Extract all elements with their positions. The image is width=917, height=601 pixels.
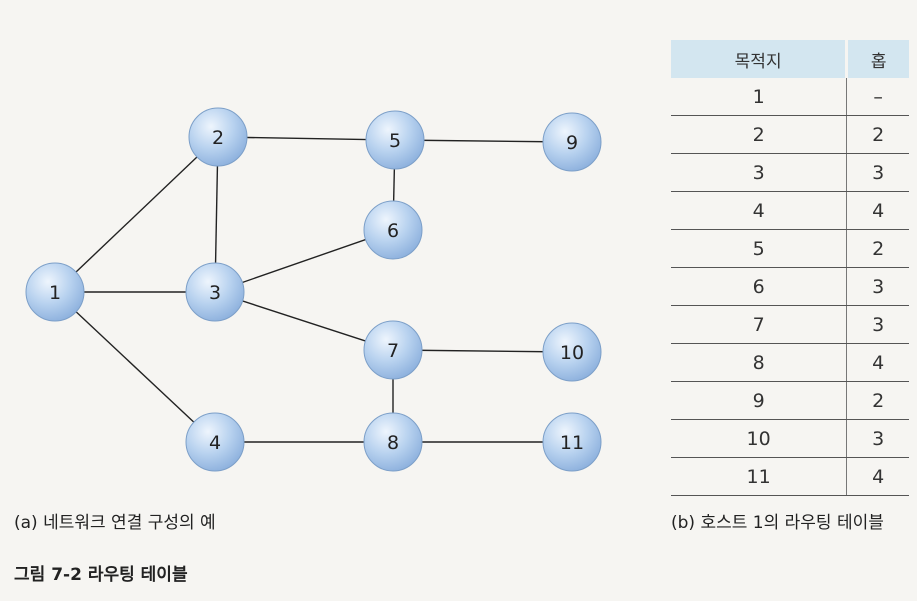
hop-cell: 3 [846, 153, 909, 192]
table-header-row: 목적지 홉 [671, 40, 909, 78]
node-circle [542, 322, 602, 382]
edge-3-6 [214, 229, 394, 293]
node-6: 6 [363, 200, 423, 260]
node-2: 2 [188, 107, 248, 167]
node-circle [542, 112, 602, 172]
hop-cell: 2 [846, 115, 909, 154]
edge-3-7 [214, 291, 394, 351]
node-circle [188, 107, 248, 167]
node-7: 7 [363, 320, 423, 380]
destination-cell: 10 [671, 419, 848, 458]
header-destination: 목적지 [671, 40, 849, 78]
node-5: 5 [365, 110, 425, 170]
node-label: 11 [560, 432, 584, 454]
node-label: 10 [560, 342, 584, 364]
node-8: 8 [363, 412, 423, 472]
destination-cell: 6 [671, 267, 848, 306]
node-circle [185, 262, 245, 322]
table-row: 1– [671, 78, 909, 116]
hop-cell: 3 [846, 419, 909, 458]
hop-cell: 3 [846, 267, 909, 306]
destination-cell: 7 [671, 305, 848, 344]
destination-cell: 3 [671, 153, 848, 192]
node-4: 4 [185, 412, 245, 472]
destination-cell: 9 [671, 381, 848, 420]
edge-1-4 [54, 291, 216, 443]
hop-cell: 4 [846, 457, 909, 496]
edge-2-5 [217, 136, 396, 141]
node-label: 2 [212, 127, 224, 149]
hop-cell: 2 [846, 381, 909, 420]
figure-title: 그림 7-2 라우팅 테이블 [14, 565, 188, 585]
node-circle [542, 412, 602, 472]
node-circle [363, 412, 423, 472]
node-label: 3 [209, 282, 221, 304]
caption-routing-table: (b) 호스트 1의 라우팅 테이블 [671, 513, 884, 533]
node-circle [363, 320, 423, 380]
hop-cell: 2 [846, 229, 909, 268]
node-label: 8 [387, 432, 399, 454]
node-11: 11 [542, 412, 602, 472]
destination-cell: 11 [671, 457, 848, 496]
node-9: 9 [542, 112, 602, 172]
destination-cell: 5 [671, 229, 848, 268]
node-circle [185, 412, 245, 472]
node-label: 9 [566, 132, 578, 154]
destination-cell: 8 [671, 343, 848, 382]
hop-cell: 4 [846, 191, 909, 230]
node-3: 3 [185, 262, 245, 322]
node-label: 4 [209, 432, 221, 454]
edge-1-2 [54, 136, 219, 293]
hop-cell: – [846, 78, 909, 116]
header-hops: 홉 [846, 40, 909, 78]
node-label: 6 [387, 220, 399, 242]
hop-cell: 3 [846, 305, 909, 344]
node-label: 5 [389, 130, 401, 152]
destination-cell: 2 [671, 115, 848, 154]
node-label: 7 [387, 340, 399, 362]
edge-7-10 [392, 349, 573, 353]
edge-5-9 [394, 139, 573, 143]
node-circle [365, 110, 425, 170]
destination-cell: 1 [671, 78, 848, 116]
node-circle [25, 262, 85, 322]
node-circle [363, 200, 423, 260]
node-label: 1 [49, 282, 61, 304]
caption-network-example: (a) 네트워크 연결 구성의 예 [14, 513, 216, 533]
node-10: 10 [542, 322, 602, 382]
destination-cell: 4 [671, 191, 848, 230]
node-1: 1 [25, 262, 85, 322]
hop-cell: 4 [846, 343, 909, 382]
network-diagram: 1 2 3 4 5 6 7 8 9 10 11 [25, 107, 602, 472]
